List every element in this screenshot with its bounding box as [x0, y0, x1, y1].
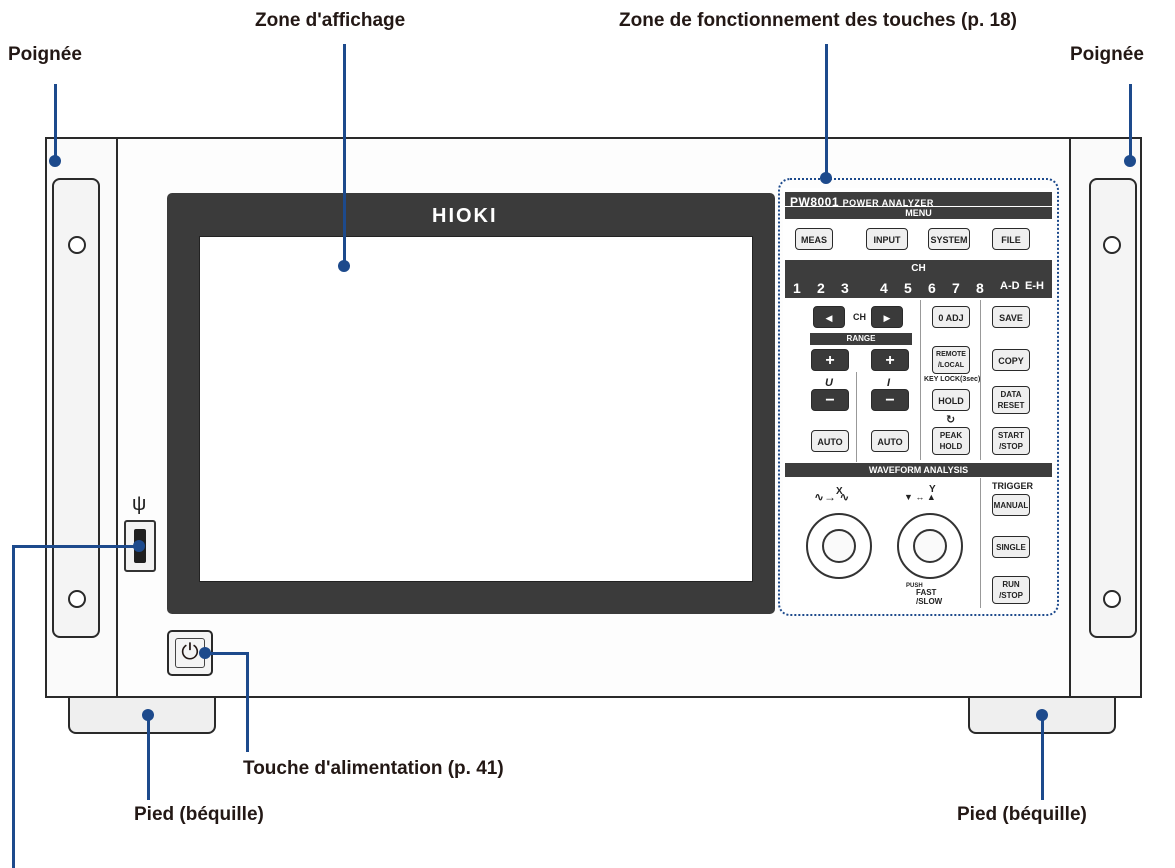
channel-number: 7	[952, 280, 960, 296]
menu-title: MENU	[785, 207, 1052, 219]
x-wave-icons: ∿→ ∿	[814, 490, 850, 504]
right-handle[interactable]	[1089, 178, 1137, 638]
brand-logo: HIOKI	[432, 205, 498, 227]
leader-dot	[133, 540, 145, 552]
x-label: X	[836, 486, 843, 497]
i-range-down-button[interactable]: −	[871, 389, 909, 411]
rotate-icon: ↻	[946, 414, 956, 426]
u-range-down-button[interactable]: −	[811, 389, 849, 411]
run-stop-button[interactable]: RUN /STOP	[992, 576, 1030, 604]
leader-foot-right	[1041, 715, 1044, 800]
fast-slow-label: FAST /SLOW	[916, 588, 943, 606]
i-auto-button[interactable]: AUTO	[871, 430, 909, 452]
u-label: U	[825, 377, 833, 389]
leader-keys	[825, 44, 828, 178]
ch-title: CH	[785, 260, 1052, 278]
leader-power	[205, 652, 249, 655]
leader-dot	[49, 155, 61, 167]
leader-power	[246, 652, 249, 752]
channel-number: 6	[928, 280, 936, 296]
leader-handle-right	[1129, 84, 1132, 160]
input-button[interactable]: INPUT	[866, 228, 908, 250]
channel-row	[785, 278, 1052, 298]
channel-group: E-H	[1025, 280, 1044, 292]
manual-button[interactable]: MANUAL	[992, 494, 1030, 516]
ch-next-button[interactable]: ▶	[871, 306, 903, 328]
system-button[interactable]: SYSTEM	[928, 228, 970, 250]
waveform-title: WAVEFORM ANALYSIS	[785, 463, 1052, 477]
label-handle-right: Poignée	[1070, 44, 1144, 65]
meas-button[interactable]: MEAS	[795, 228, 833, 250]
model-name: PW8001 POWER ANALYZER	[790, 195, 934, 209]
range-title: RANGE	[810, 333, 912, 345]
zero-adj-button[interactable]: 0 ADJ	[932, 306, 970, 328]
start-stop-button[interactable]: START /STOP	[992, 427, 1030, 455]
handle-notch	[68, 590, 86, 608]
channel-number: 1	[793, 280, 801, 296]
leader-dot	[338, 260, 350, 272]
panel-divider	[980, 478, 981, 608]
model-bar	[785, 192, 1052, 206]
display-screen[interactable]	[199, 236, 753, 582]
key-lock-label: KEY LOCK(3sec)	[924, 376, 981, 383]
file-button[interactable]: FILE	[992, 228, 1030, 250]
channel-number: 4	[880, 280, 888, 296]
leader-dot	[820, 172, 832, 184]
channel-number: 3	[841, 280, 849, 296]
data-reset-button[interactable]: DATA RESET	[992, 386, 1030, 414]
panel-divider	[856, 372, 857, 462]
peak-hold-button[interactable]: PEAK HOLD	[932, 427, 970, 455]
label-foot-left: Pied (béquille)	[134, 804, 264, 825]
ch-prev-button[interactable]: ◀	[813, 306, 845, 328]
i-label: I	[887, 377, 891, 389]
handle-notch	[1103, 236, 1121, 254]
label-power-key: Touche d'alimentation (p. 41)	[243, 758, 504, 779]
key-zone-outline	[778, 178, 1059, 616]
copy-button[interactable]: COPY	[992, 349, 1030, 371]
panel-divider	[920, 300, 921, 460]
ch-label: CH	[853, 312, 866, 322]
trigger-title: TRIGGER	[992, 481, 1034, 491]
i-range-up-button[interactable]: +	[871, 349, 909, 371]
left-handle[interactable]	[52, 178, 100, 638]
knob-core	[913, 529, 947, 563]
channel-group: A-D	[1000, 280, 1020, 292]
panel-divider	[980, 300, 981, 460]
label-foot-right: Pied (béquille)	[957, 804, 1087, 825]
save-button[interactable]: SAVE	[992, 306, 1030, 328]
leader-usb	[12, 545, 139, 548]
leader-handle-left	[54, 84, 57, 160]
hold-button[interactable]: HOLD	[932, 389, 970, 411]
single-button[interactable]: SINGLE	[992, 536, 1030, 558]
leader-display	[343, 44, 346, 266]
label-handle-left: Poignée	[8, 44, 82, 65]
x-knob[interactable]	[806, 513, 872, 579]
knob-core	[822, 529, 856, 563]
leader-dot	[1124, 155, 1136, 167]
u-auto-button[interactable]: AUTO	[811, 430, 849, 452]
label-display-zone: Zone d'affichage	[255, 10, 406, 31]
leader-foot-left	[147, 715, 150, 800]
y-label: Y	[929, 484, 936, 495]
channel-number: 8	[976, 280, 984, 296]
label-keys-zone: Zone de fonctionnement des touches (p. 1…	[619, 10, 1017, 31]
push-label: PUSH	[906, 583, 923, 589]
handle-notch	[68, 236, 86, 254]
leader-usb	[12, 545, 15, 868]
y-knob[interactable]	[897, 513, 963, 579]
channel-number: 2	[817, 280, 825, 296]
u-range-up-button[interactable]: +	[811, 349, 849, 371]
handle-notch	[1103, 590, 1121, 608]
channel-number: 5	[904, 280, 912, 296]
y-arrow-icons: ▼ ↔ ▲	[904, 492, 936, 502]
usb-icon: ψ	[132, 493, 147, 515]
remote-local-button[interactable]: REMOTE /LOCAL	[932, 346, 970, 374]
